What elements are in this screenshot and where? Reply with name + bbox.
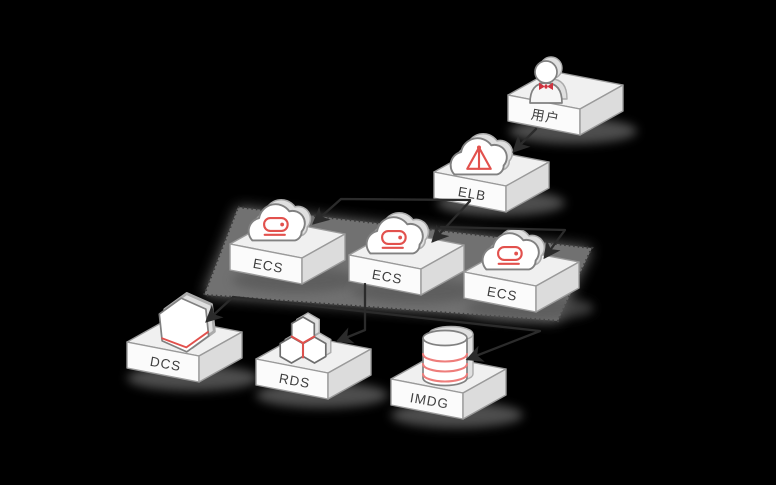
database-cylinder-icon (421, 325, 474, 387)
node-ecs1-label: ECS (252, 256, 285, 276)
server-cloud-icon (247, 198, 312, 242)
node-ecs2-label: ECS (371, 267, 404, 287)
edge-user-elb (512, 127, 538, 153)
edge-elb-ecs3 (439, 225, 567, 260)
edges (205, 127, 567, 362)
node-ecs-3: ECS (463, 247, 580, 313)
person-icon (529, 56, 568, 104)
edge-ecs-dcs (205, 295, 235, 323)
server-cloud-icon (365, 211, 430, 255)
node-user: 用户 (507, 70, 624, 136)
node-ecs-2: ECS (348, 230, 465, 296)
edge-ecs-imdg (231, 295, 542, 362)
node-rds-label: RDS (278, 371, 312, 391)
edge-ecs-rds (335, 282, 367, 344)
honeycomb-database-icon (279, 312, 332, 364)
edge-elb-ecs2 (431, 199, 472, 243)
node-dcs-label: DCS (149, 354, 183, 374)
node-ecs3-label: ECS (486, 284, 519, 304)
node-ecs-1: ECS (229, 219, 346, 285)
node-rds: RDS (255, 334, 372, 400)
node-imdg-label: IMDG (409, 390, 450, 412)
node-user-label: 用户 (530, 106, 561, 127)
node-dcs: DCS (126, 317, 243, 383)
node-imdg: IMDG (390, 354, 507, 420)
edge-elb-ecs1 (312, 197, 472, 225)
server-cloud-icon (481, 227, 546, 271)
hexagon-cache-icon (157, 289, 218, 356)
load-balancer-cloud-icon (449, 132, 514, 176)
